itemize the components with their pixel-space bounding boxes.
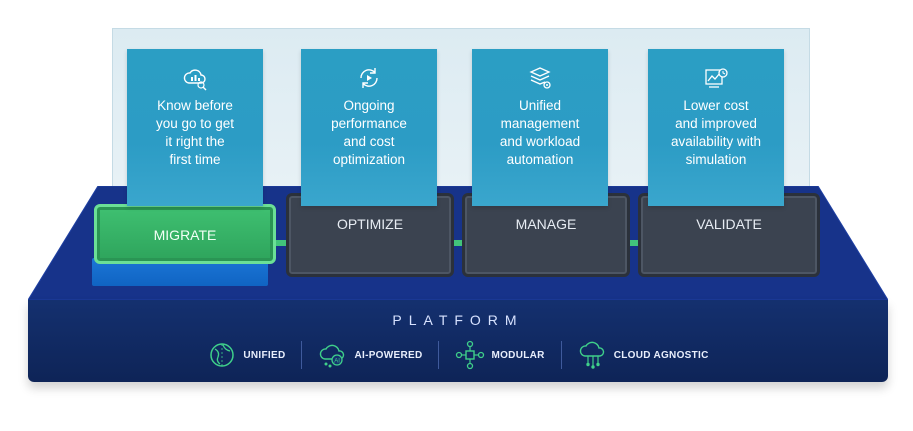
feature-label: MODULAR [491,349,545,361]
platform-features: UNIFIED AI AI-POWERED [28,340,888,370]
feature-divider [438,341,440,369]
description-line: optimization [332,152,406,167]
stage-label-optimize: OPTIMIZE [336,216,404,232]
stage-label-manage: MANAGE [515,216,577,232]
description-line: Ongoing [343,98,395,113]
description-line: and cost [343,134,395,149]
connector-2 [448,240,464,246]
description-line: and improved [675,116,757,131]
optimize-cycle-icon [360,68,378,88]
stage-pad-validate[interactable]: VALIDATE [638,193,820,277]
description-line: Know before [157,98,233,113]
feature-label: AI-POWERED [354,349,423,361]
description-line: automation [506,152,574,167]
description-line: you go to get [155,116,235,131]
stage-card-manage: Unified management and workload automati… [472,49,608,206]
description-line: simulation [685,152,747,167]
stage-card-validate: Lower cost and improved availability wit… [648,49,784,206]
modular-nodes-icon [456,340,485,370]
description-line: performance [331,116,407,131]
description-line: management [500,116,580,131]
connector-1 [272,240,290,246]
feature-ai-powered: AI AI-POWERED [302,340,438,370]
feature-modular: MODULAR [439,340,560,370]
stage-label-migrate: MIGRATE [153,227,217,243]
stage-label-validate: VALIDATE [696,216,762,232]
chart-clock-icon [705,68,728,88]
stage-card-optimize: Ongoing performance and cost optimizatio… [301,49,437,206]
feature-label: UNIFIED [243,349,286,361]
description-line: and workload [499,134,581,149]
stage-pad-migrate[interactable]: MIGRATE [94,204,276,264]
feature-cloud-agnostic: CLOUD AGNOSTIC [562,340,725,370]
feature-divider [301,341,303,369]
cloud-analytics-icon [183,69,207,91]
stage-description-validate: Lower cost and improved availability wit… [654,97,778,169]
svg-text:AI: AI [335,359,341,365]
description-line: Unified [518,98,562,113]
stage-description-migrate: Know before you go to get it right the f… [133,97,257,169]
ai-cloud-icon: AI [320,344,345,368]
connector-3 [624,240,640,246]
cloud-network-icon [579,341,604,369]
description-line: first time [169,152,221,167]
globe-icon [210,343,235,367]
feature-label: CLOUD AGNOSTIC [613,349,709,361]
feature-divider [560,341,562,369]
description-line: Lower cost [683,98,749,113]
description-line: it right the [165,134,225,149]
stage-pad-manage[interactable]: MANAGE [462,193,630,277]
platform-title: PLATFORM [392,312,524,328]
platform-panel: PLATFORM UNIFIED AI AI-POWERED [28,300,888,382]
description-line: availability with [670,134,762,149]
stage-card-migrate: Know before you go to get it right the f… [127,49,263,206]
feature-unified: UNIFIED [191,340,301,370]
stack-gear-icon [529,67,551,89]
stage-description-manage: Unified management and workload automati… [478,97,602,169]
stage-description-optimize: Ongoing performance and cost optimizatio… [307,97,431,169]
